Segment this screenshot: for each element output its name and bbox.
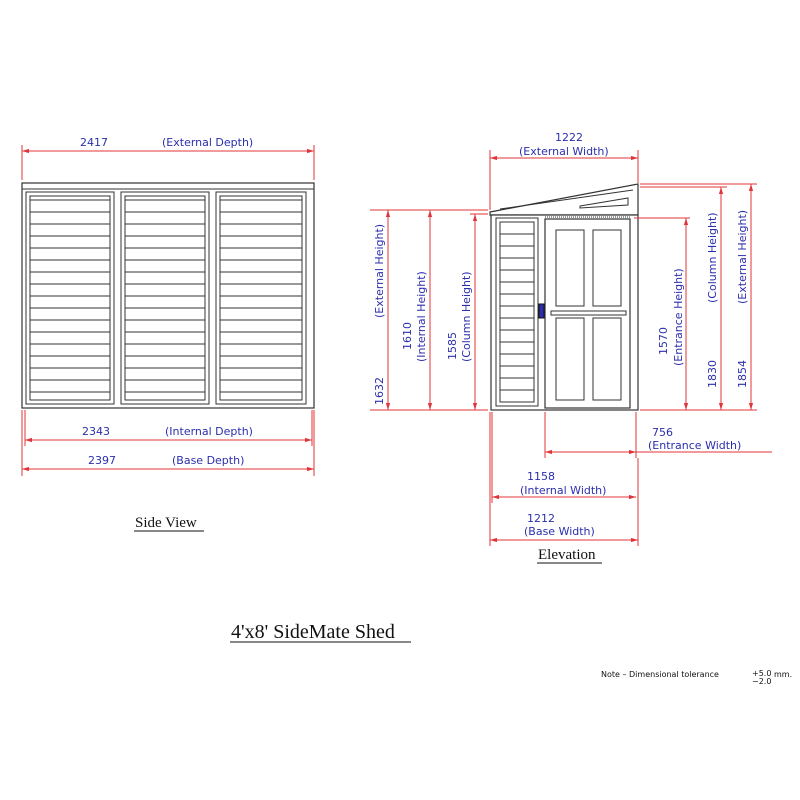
internal-depth-value: 2343 [82,425,110,438]
elevation-view: 1222 (External Width) (External Height) … [370,131,772,564]
door [544,218,631,409]
note-text: Note – Dimensional tolerance [601,670,719,679]
entrance-height-label: (Entrance Height) [672,268,685,366]
internal-width-value: 1158 [527,470,555,483]
door-handle [538,303,545,319]
right-column-height-label: (Column Height) [706,212,719,303]
entrance-height-value: 1570 [657,327,670,355]
left-external-height-label: (External Height) [373,224,386,318]
side-view: 2417 (External Depth) 2343 (Internal Dep… [21,136,315,532]
internal-depth-label: (Internal Depth) [165,425,253,438]
tolerance-note: Note – Dimensional tolerance +5.0 −2.0 m… [601,669,792,686]
side-panel [215,191,307,405]
base-depth-label: (Base Depth) [172,454,244,467]
entrance-width-value: 756 [652,426,673,439]
note-plus: +5.0 [752,669,771,678]
internal-height-label: (Internal Height) [415,271,428,362]
side-wall-panels [25,191,307,405]
side-panel [120,191,210,405]
external-depth-label: (External Depth) [162,136,253,149]
external-width-value: 1222 [555,131,583,144]
drawing-title: 4'x8' SideMate Shed [231,621,395,643]
external-width-label: (External Width) [519,145,609,158]
entrance-width-label: (Entrance Width) [648,439,741,452]
base-width-value: 1212 [527,512,555,525]
side-view-caption: Side View [135,515,197,531]
side-panel [25,191,115,405]
note-minus: −2.0 [752,677,771,686]
side-louver-panel [499,221,535,403]
internal-height-value: 1610 [401,322,414,350]
base-depth-value: 2397 [88,454,116,467]
base-width-label: (Base Width) [524,525,595,538]
right-column-height-value: 1830 [706,360,719,388]
internal-width-label: (Internal Width) [520,484,606,497]
left-column-height-label: (Column Height) [460,271,473,362]
left-column-height-value: 1585 [446,332,459,360]
note-unit: mm. [774,670,792,679]
elevation-caption: Elevation [538,547,596,563]
external-depth-value: 2417 [80,136,108,149]
right-external-height-label: (External Height) [736,210,749,304]
left-external-height-value: 1632 [373,377,386,405]
right-external-height-value: 1854 [736,360,749,388]
